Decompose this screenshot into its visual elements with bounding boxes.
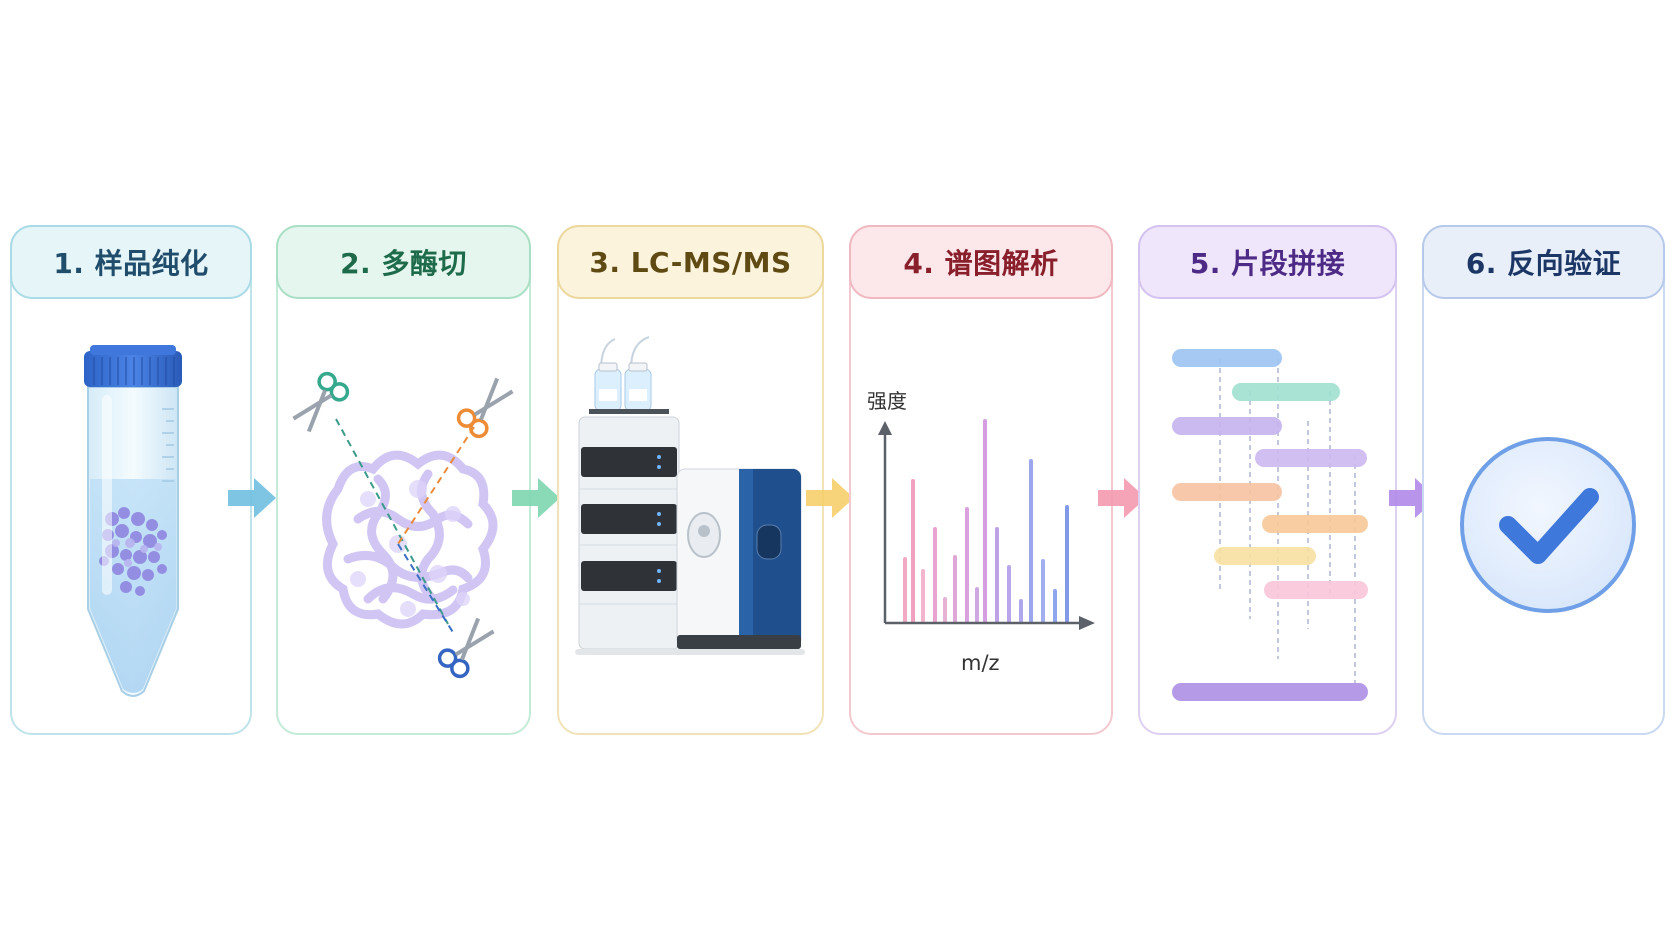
step-title: 1. 样品纯化 bbox=[10, 225, 252, 299]
centrifuge-tube-icon bbox=[84, 345, 182, 697]
scissors-icon bbox=[456, 377, 514, 439]
x-axis-label: m/z bbox=[961, 651, 1000, 675]
lc-ms-instrument-icon bbox=[575, 336, 805, 655]
arrow-right-icon bbox=[1098, 478, 1146, 518]
y-axis-label: 强度 bbox=[867, 389, 907, 413]
arrow-right-icon bbox=[228, 478, 276, 518]
step-sample-purification: 1. 样品纯化 bbox=[10, 225, 252, 735]
arrow-right-icon bbox=[512, 478, 560, 518]
step-multi-enzyme-digestion: 2. 多酶切 bbox=[276, 225, 531, 735]
step-title: 3. LC-MS/MS bbox=[557, 225, 824, 299]
checkmark-circle-icon bbox=[1460, 437, 1636, 613]
mass-spectrum-icon bbox=[878, 419, 1095, 630]
step-reverse-verification: 6. 反向验证 bbox=[1422, 225, 1665, 735]
step-title: 5. 片段拼接 bbox=[1138, 225, 1397, 299]
step-spectrum-parsing: 4. 谱图解析 bbox=[849, 225, 1113, 735]
scissors-icon bbox=[437, 617, 495, 679]
step-fragment-assembly: 5. 片段拼接 bbox=[1138, 225, 1397, 735]
step-lc-ms-ms: 3. LC-MS/MS bbox=[557, 225, 824, 735]
step-title: 4. 谱图解析 bbox=[849, 225, 1113, 299]
step-title: 6. 反向验证 bbox=[1422, 225, 1665, 299]
protein-cleavage-icon bbox=[292, 371, 514, 679]
fragment-assembly-icon bbox=[1172, 349, 1368, 701]
arrow-right-icon bbox=[806, 478, 854, 518]
step-title: 2. 多酶切 bbox=[276, 225, 531, 299]
scissors-icon bbox=[292, 371, 350, 433]
